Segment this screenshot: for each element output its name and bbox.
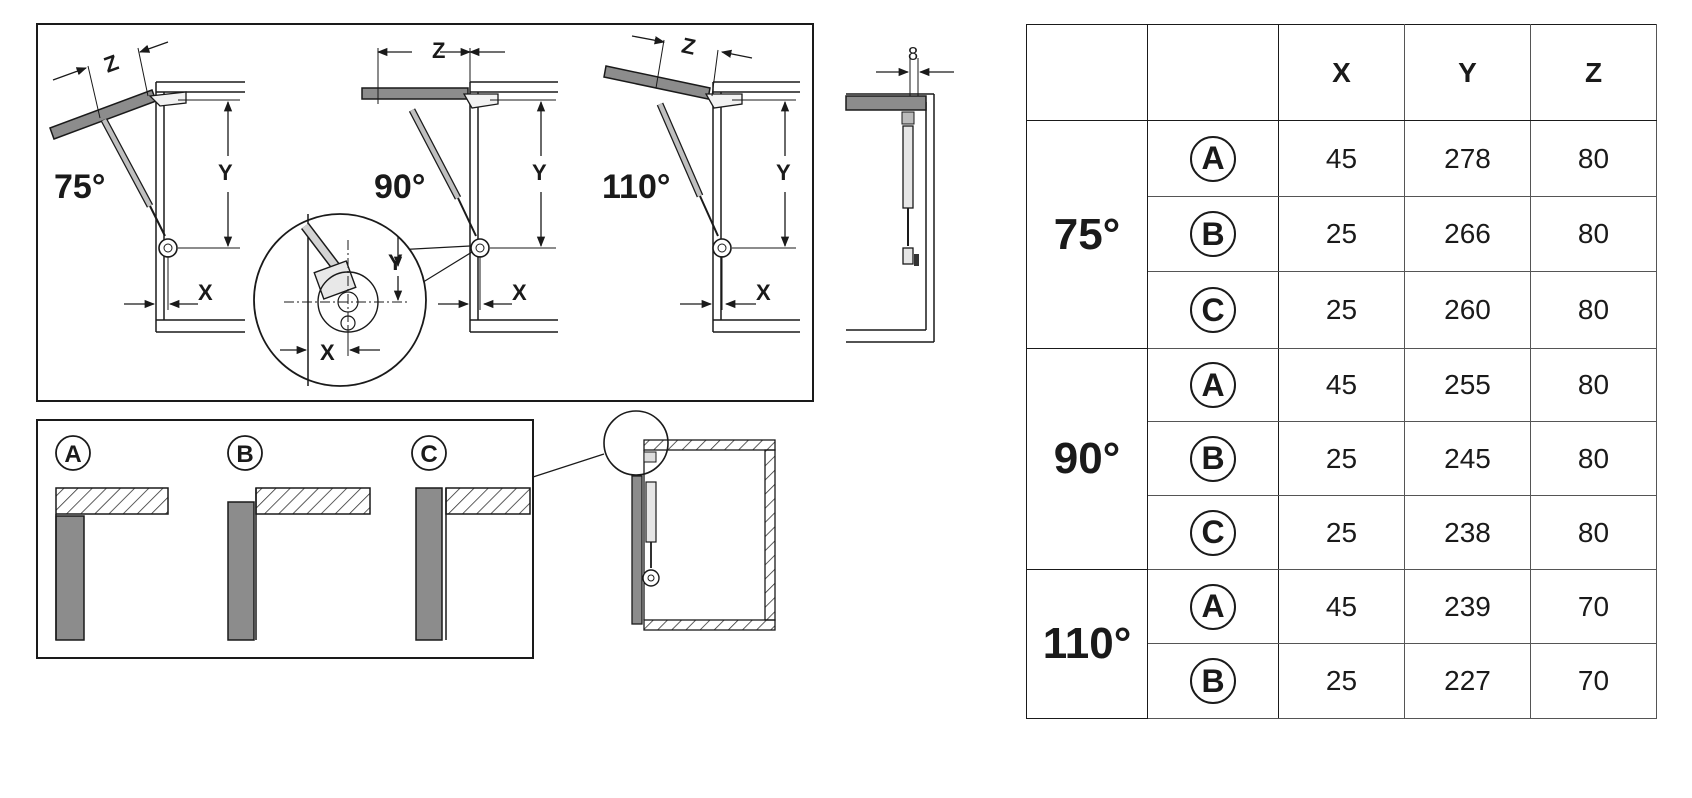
- variant-badge: A: [1190, 583, 1236, 630]
- angle-label-75: 75°: [54, 168, 105, 206]
- variants-frame: A B C: [36, 419, 534, 659]
- y-dim-label: Y: [218, 160, 233, 185]
- variant-cell: C: [1147, 271, 1279, 349]
- variant-a: A: [55, 435, 169, 641]
- variant-badge: C: [1190, 509, 1236, 556]
- y-cell: 227: [1404, 643, 1531, 719]
- angle-label-90: 90°: [374, 168, 425, 206]
- x-cell: 25: [1278, 271, 1405, 349]
- variant-cell: A: [1147, 569, 1279, 644]
- variant-cell: B: [1147, 421, 1279, 496]
- angle-cell-90: 90°: [1026, 348, 1148, 570]
- y-cell: 278: [1404, 120, 1531, 197]
- variant-cell: A: [1147, 120, 1279, 197]
- angle-cell-110: 110°: [1026, 569, 1148, 719]
- variant-c: C: [411, 435, 531, 641]
- x-cell: 25: [1278, 421, 1405, 496]
- x-cell: 25: [1278, 196, 1405, 272]
- z-dim-label: Z: [100, 50, 121, 78]
- variant-badge: C: [1190, 287, 1236, 333]
- view-75: Y X Z 75°: [49, 41, 245, 333]
- variant-cell: B: [1147, 643, 1279, 719]
- z-cell: 80: [1530, 196, 1657, 272]
- variant-badge: B: [1190, 658, 1236, 704]
- variant-badge: B: [1190, 211, 1236, 257]
- variant-badge: B: [1190, 435, 1236, 482]
- x-cell: 25: [1278, 495, 1405, 570]
- y-cell: 238: [1404, 495, 1531, 570]
- y-cell: 245: [1404, 421, 1531, 496]
- table-row: B 25 266 80: [1027, 196, 1657, 272]
- variant-badge: A: [1190, 362, 1236, 408]
- angle-label-110: 110°: [602, 168, 670, 206]
- col-header-y: Y: [1404, 24, 1531, 121]
- table-header-row: X Y Z: [1026, 24, 1657, 121]
- z-dim-label: Z: [679, 33, 697, 60]
- side-gap-label: 8: [908, 44, 918, 64]
- z-cell: 80: [1530, 348, 1657, 422]
- x-detail-label: X: [320, 340, 335, 365]
- variant-cell: C: [1147, 495, 1279, 570]
- col-header-z: Z: [1530, 24, 1657, 121]
- y-cell: 255: [1404, 348, 1531, 422]
- x-dim-label: X: [198, 280, 213, 305]
- view-110: Y X Z 110°: [602, 33, 800, 333]
- z-cell: 70: [1530, 569, 1657, 644]
- table-row: B 25 227 70: [1027, 643, 1657, 719]
- cabinet-overview: [532, 410, 776, 631]
- table-row: 90° A 45 255 80: [1026, 348, 1657, 570]
- variant-b: B: [227, 435, 371, 641]
- view-90: Y X Z 90°: [361, 38, 558, 333]
- z-cell: 80: [1530, 421, 1657, 496]
- x-cell: 45: [1278, 120, 1405, 197]
- header-empty-cell: [1026, 24, 1148, 121]
- z-cell: 80: [1530, 271, 1657, 349]
- z-dim-label: Z: [432, 38, 445, 63]
- x-cell: 45: [1278, 348, 1405, 422]
- spec-table: X Y Z 75° A 45 278 80 B 25 266 80 C 25 2…: [1026, 24, 1657, 719]
- variant-c-label: C: [420, 441, 437, 468]
- y-detail-label: Y: [388, 250, 403, 275]
- z-cell: 70: [1530, 643, 1657, 719]
- side-view: 8: [845, 44, 954, 343]
- y-cell: 239: [1404, 569, 1531, 644]
- angle-views-frame: Y X Z 75°: [36, 23, 814, 402]
- variant-b-label: B: [236, 441, 253, 468]
- angle-cell-75: 75°: [1026, 120, 1148, 349]
- header-empty-cell: [1147, 24, 1279, 121]
- variant-cell: B: [1147, 196, 1279, 272]
- installation-diagram: Y X Z 75°: [36, 23, 954, 659]
- y-dim-label: Y: [532, 160, 547, 185]
- pivot-detail-magnifier: Y X: [253, 213, 473, 387]
- table-row: 110° A 45 239 70: [1026, 569, 1657, 719]
- table-row: 75° A 45 278 80: [1026, 120, 1657, 349]
- x-cell: 25: [1278, 643, 1405, 719]
- variant-a-label: A: [64, 441, 81, 468]
- table-row: C 25 238 80: [1027, 495, 1657, 570]
- x-dim-label: X: [512, 280, 527, 305]
- x-dim-label: X: [756, 280, 771, 305]
- z-cell: 80: [1530, 120, 1657, 197]
- y-cell: 260: [1404, 271, 1531, 349]
- variant-badge: A: [1190, 135, 1236, 182]
- col-header-x: X: [1278, 24, 1405, 121]
- y-cell: 266: [1404, 196, 1531, 272]
- variant-cell: A: [1147, 348, 1279, 422]
- y-dim-label: Y: [776, 160, 791, 185]
- z-cell: 80: [1530, 495, 1657, 570]
- x-cell: 45: [1278, 569, 1405, 644]
